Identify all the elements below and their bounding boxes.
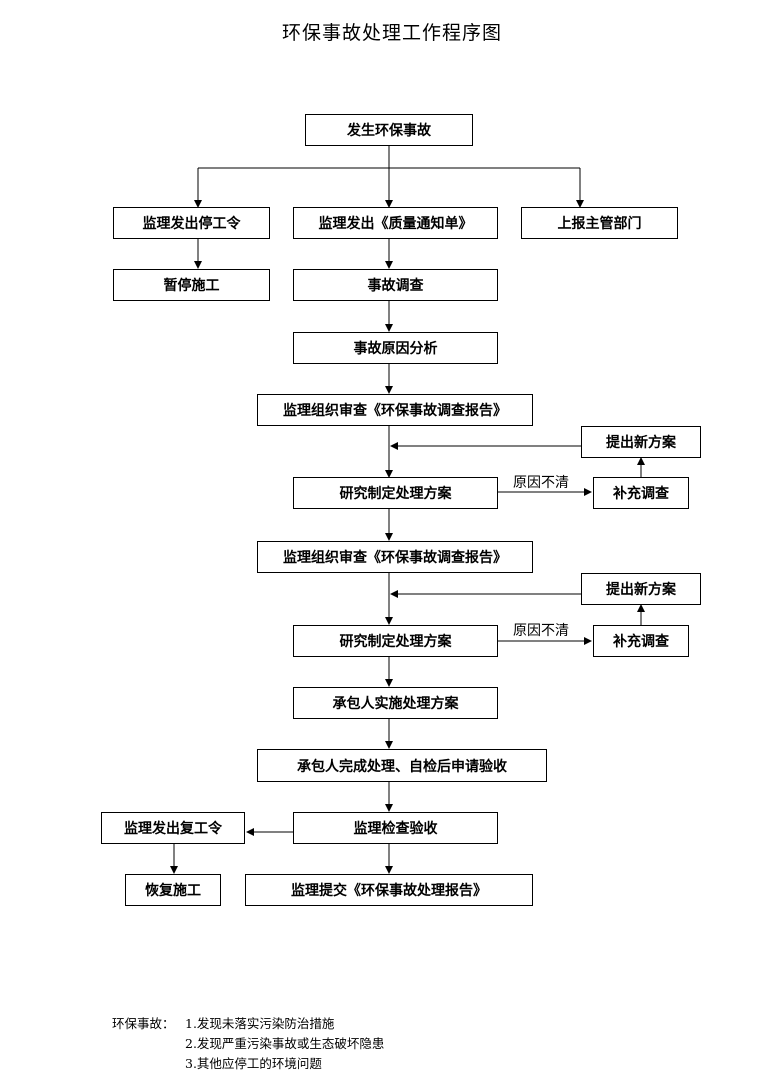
node-report-dept: 上报主管部门 (521, 207, 678, 239)
node-plan-1: 研究制定处理方案 (293, 477, 498, 509)
node-new-plan-1: 提出新方案 (581, 426, 701, 458)
node-supplement-2: 补充调查 (593, 625, 689, 657)
node-stop-order: 监理发出停工令 (113, 207, 270, 239)
node-review-report-1: 监理组织审查《环保事故调查报告》 (257, 394, 533, 426)
node-plan-2: 研究制定处理方案 (293, 625, 498, 657)
note-heading: 环保事故： (112, 1016, 175, 1031)
edge-label-unclear-2: 原因不清 (513, 623, 569, 639)
node-resume: 恢复施工 (125, 874, 221, 906)
node-investigate: 事故调查 (293, 269, 498, 301)
node-suspend: 暂停施工 (113, 269, 270, 301)
page-title: 环保事故处理工作程序图 (281, 22, 502, 44)
node-contractor-complete: 承包人完成处理、自检后申请验收 (257, 749, 547, 782)
node-resume-order: 监理发出复工令 (101, 812, 245, 844)
note-item-2: 2.发现严重污染事故或生态破坏隐患 (185, 1036, 385, 1051)
note-item-3: 3.其他应停工的环境问题 (185, 1056, 322, 1071)
node-contractor-implement: 承包人实施处理方案 (293, 687, 498, 719)
node-new-plan-2: 提出新方案 (581, 573, 701, 605)
node-supplement-1: 补充调查 (593, 477, 689, 509)
node-start: 发生环保事故 (305, 114, 473, 146)
node-quality-notice: 监理发出《质量通知单》 (293, 207, 498, 239)
note-item-1: 1.发现未落实污染防治措施 (185, 1016, 335, 1031)
edge-label-unclear-1: 原因不清 (513, 475, 569, 491)
node-cause-analysis: 事故原因分析 (293, 332, 498, 364)
node-submit-report: 监理提交《环保事故处理报告》 (245, 874, 533, 906)
node-inspect: 监理检查验收 (293, 812, 498, 844)
node-review-report-2: 监理组织审查《环保事故调查报告》 (257, 541, 533, 573)
